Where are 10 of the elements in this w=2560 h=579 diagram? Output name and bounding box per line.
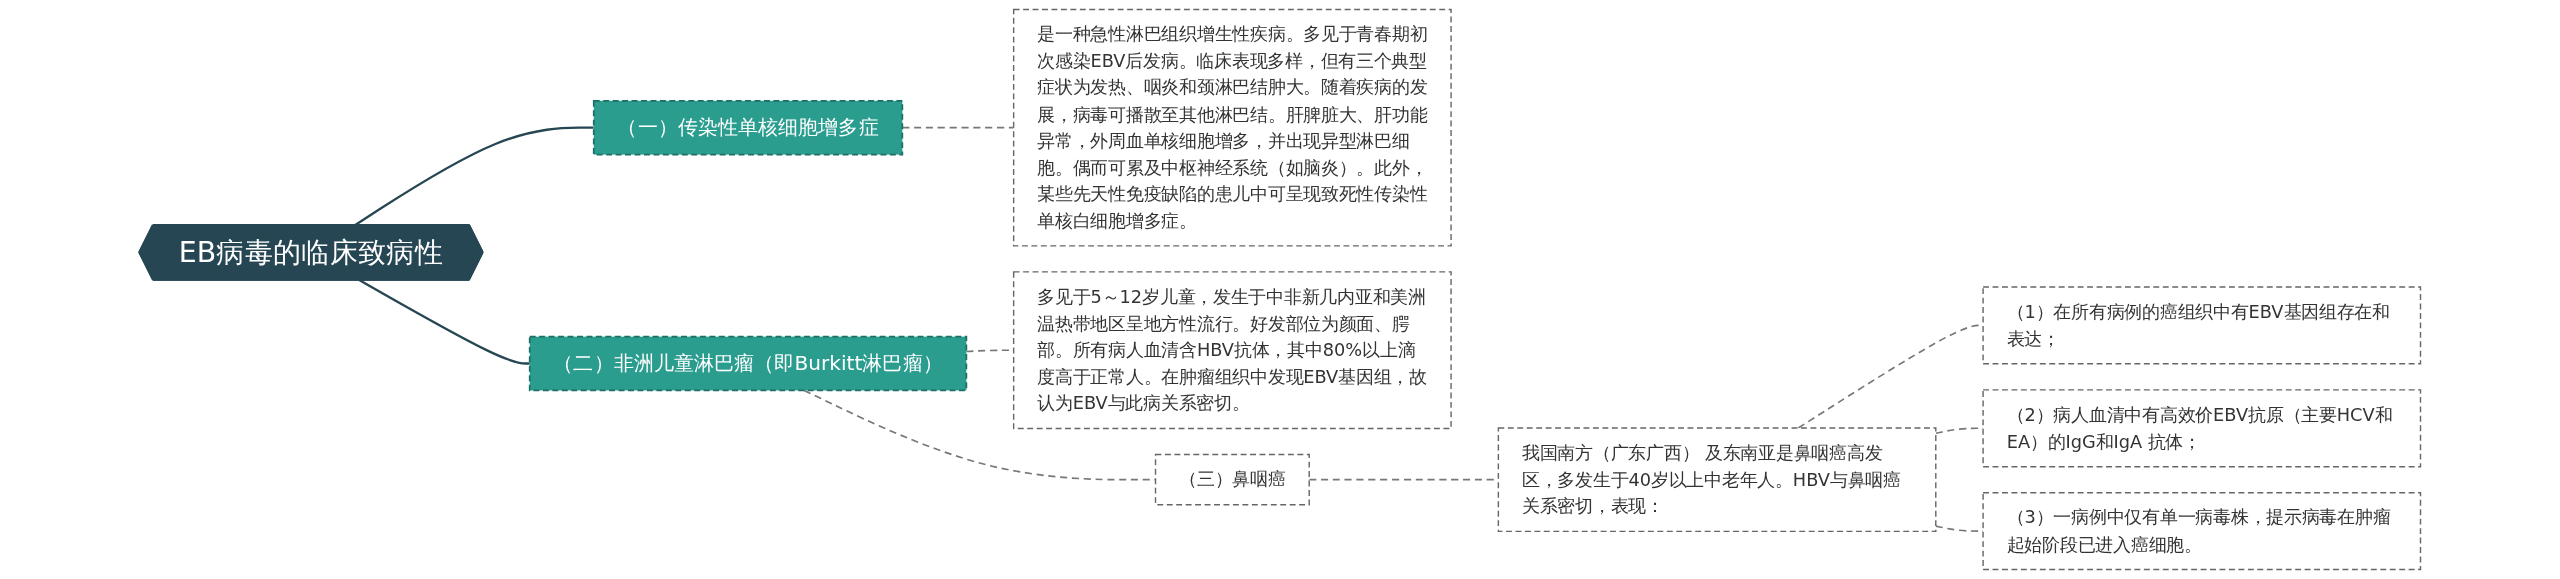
node-box: （二）非洲儿童淋巴瘤（即Burkitt淋巴瘤） xyxy=(528,335,968,392)
connector xyxy=(358,279,530,365)
node-box: （三）鼻咽癌 xyxy=(1154,453,1310,506)
node-box: 我国南方（广东广西） 及东南亚是鼻咽癌高发区，多发生于40岁以上中老年人。HBV与鼻咽癌关系密切，表现： xyxy=(1497,427,1937,533)
node-box: （2）病人血清中有高效价EBV抗原（主要HCV和EA）的IgG和IgA 抗体； xyxy=(1982,389,2422,468)
node-box: （一）传染性单核细胞增多症 xyxy=(592,99,904,156)
node-box: 是一种急性淋巴组织增生性疾病。多见于青春期初次感染EBV后发病。临床表现多样，但有三个典型症状为发热、咽炎和颈淋巴结肿大。随着疾病的发展，病毒可播散至其他淋巴结。肝脾脏大、肝功能异常，外周血单核细胞增多，并出现异型淋巴细胞。偶而可累及中枢神经系统（如脑炎）。此外，某些先天性免疫缺陷的患儿中可呈现致死性传染性单核白细胞增多症。 xyxy=(1012,8,1452,247)
node-box: （1）在所有病例的癌组织中有EBV基因组存在和表达； xyxy=(1982,286,2422,365)
node-box: 多见于5～12岁儿童，发生于中非新几内亚和美洲温热带地区呈地方性流行。好发部位为颜面、腭部。所有病人血清含HBV抗体，其中80%以上滴度高于正常人。在肿瘤组织中发现EBV基因组，故认为EBV与此病关系密切。 xyxy=(1012,271,1452,430)
node-box: （3）一病例中仅有单一病毒株，提示病毒在肿瘤起始阶段已进入癌细胞。 xyxy=(1982,492,2422,571)
